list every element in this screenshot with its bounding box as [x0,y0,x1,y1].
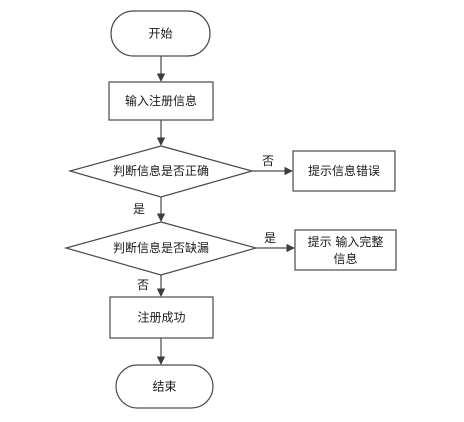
terminator-shape [110,10,211,57]
node-error-tip-label: 提示信息错误 [308,163,380,178]
edge-label-missing-yes: 是 [264,231,276,245]
process-shape [108,81,214,121]
node-check-correct: 判断信息是否正确 [67,145,255,198]
node-end-label: 结束 [152,380,176,394]
node-input: 输入注册信息 [108,81,214,121]
process-shape [294,229,397,271]
node-success-label: 注册成功 [137,310,185,325]
edge-label-correct-no: 否 [262,154,274,168]
node-error-tip: 提示信息错误 [292,150,396,192]
node-input-label: 输入注册信息 [125,93,197,108]
edges [156,56,295,365]
node-check-missing-label: 判断信息是否缺漏 [113,240,209,255]
edge-label-correct-yes: 是 [133,202,145,216]
node-start: 开始 [110,10,211,57]
node-start-label: 开始 [148,27,172,41]
edge-labels: 否 是 是 否 [133,154,276,292]
decision-shape [67,145,255,198]
node-end: 结束 [115,364,214,409]
process-shape [292,150,396,192]
terminator-shape [115,364,214,409]
node-check-missing: 判断信息是否缺漏 [63,221,259,276]
node-complete-tip: 提示 输入完整 信息 [294,229,397,271]
node-complete-tip-line1: 提示 输入完整 [308,234,384,249]
decision-shape [63,221,259,276]
node-complete-tip-line2: 信息 [333,251,357,266]
process-shape [109,296,214,339]
edge-label-missing-no: 否 [137,278,149,292]
node-success: 注册成功 [109,296,214,339]
node-check-correct-label: 判断信息是否正确 [113,163,209,178]
